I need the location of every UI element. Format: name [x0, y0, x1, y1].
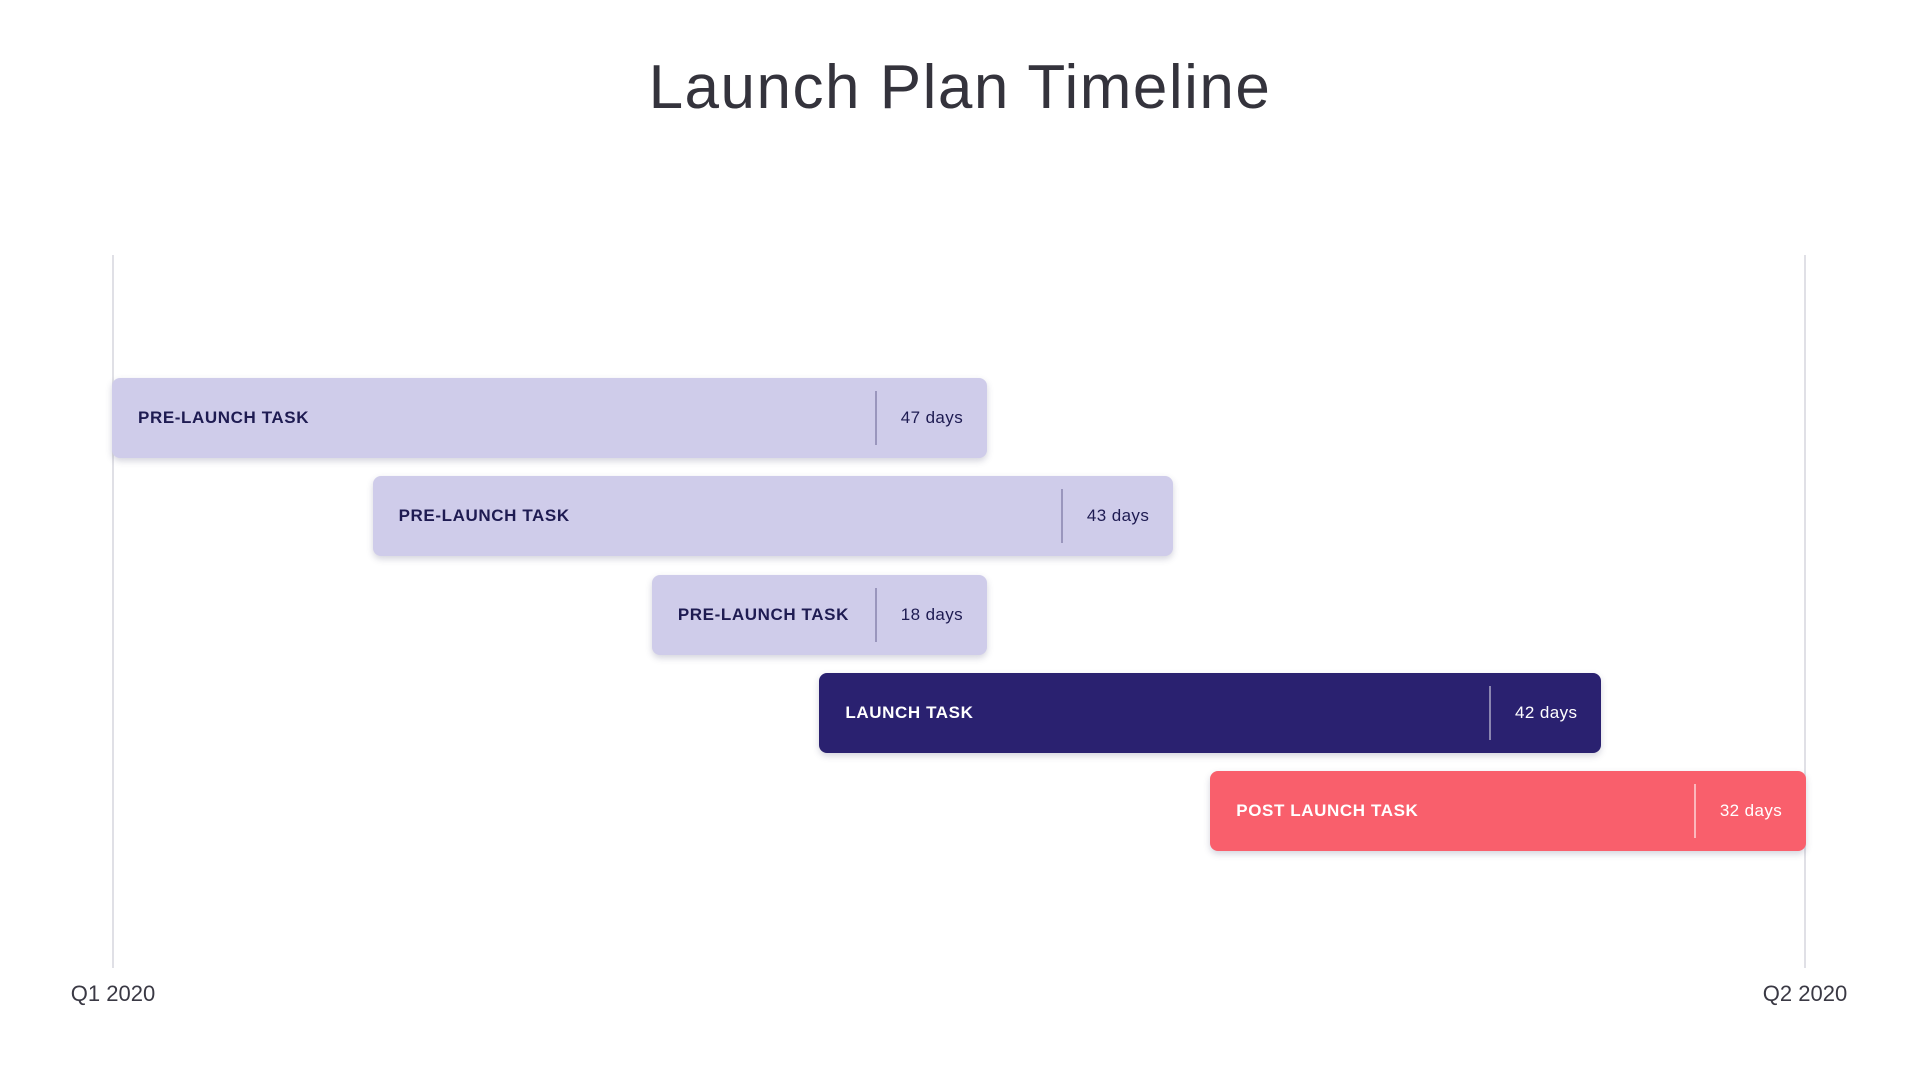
axis-label-q1-2020: Q1 2020 [70, 981, 156, 1006]
gantt-bar: PRE-LAUNCH TASK 18 days [651, 574, 987, 655]
axis-label-q2-2020: Q2 2020 [1762, 981, 1848, 1006]
duration-divider [1061, 489, 1064, 544]
task-label: LAUNCH TASK [845, 702, 974, 722]
gantt-bar: POST LAUNCH TASK 32 days [1210, 771, 1806, 851]
gantt-bar: LAUNCH TASK 42 days [819, 672, 1602, 753]
gridline-q2-start [1804, 255, 1806, 968]
duration-label: 42 days [1515, 702, 1578, 722]
duration-divider [1489, 685, 1492, 740]
task-label: PRE-LAUNCH TASK [677, 604, 849, 624]
gantt-bar: PRE-LAUNCH TASK 47 days [112, 378, 987, 458]
task-label: POST LAUNCH TASK [1236, 801, 1419, 820]
duration-divider [874, 587, 877, 642]
duration-label: 43 days [1086, 506, 1150, 526]
duration-divider [874, 391, 877, 445]
duration-divider [1693, 784, 1696, 838]
task-label: PRE-LAUNCH TASK [398, 506, 570, 526]
gantt-bar: PRE-LAUNCH TASK 43 days [372, 476, 1174, 557]
duration-label: 47 days [900, 408, 964, 427]
chart-title: Launch Plan Timeline [648, 53, 1272, 122]
gridline-q1-start [112, 255, 114, 968]
duration-label: 32 days [1719, 801, 1783, 820]
duration-label: 18 days [900, 604, 964, 624]
task-label: PRE-LAUNCH TASK [138, 408, 310, 427]
